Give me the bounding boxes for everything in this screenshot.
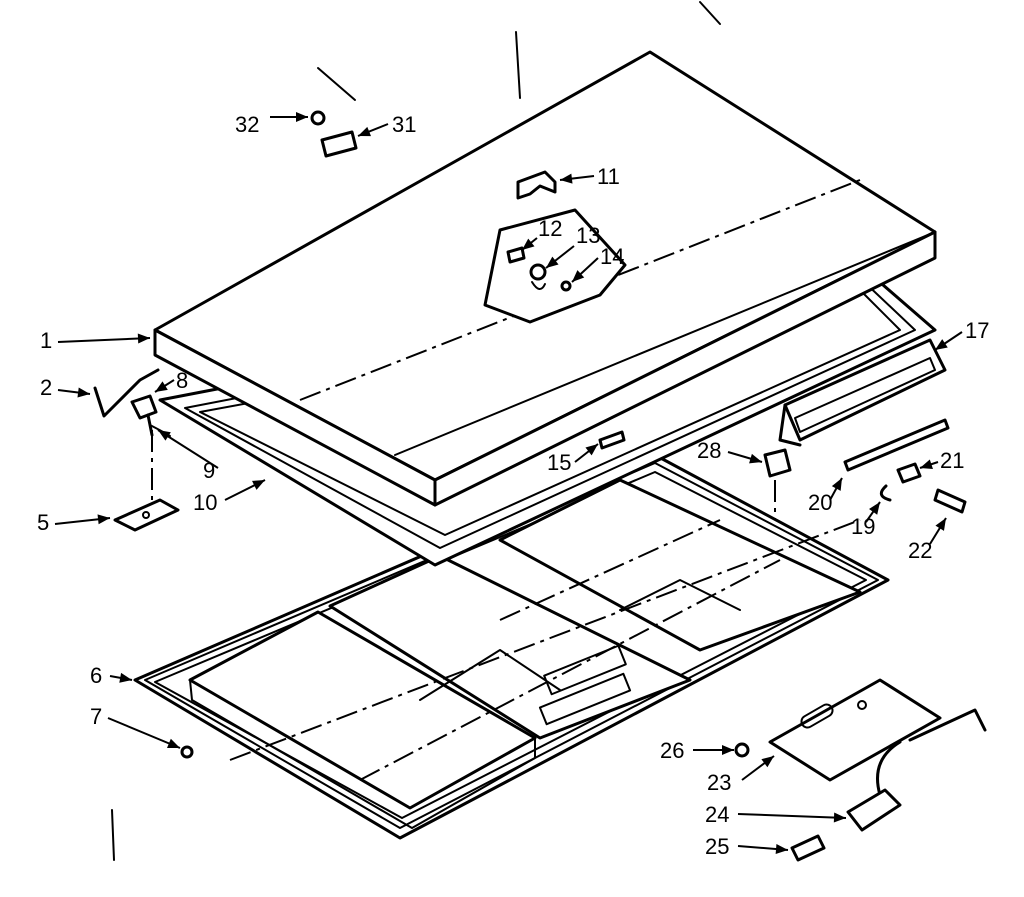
part-label-15: 15: [547, 450, 571, 475]
part-label-6: 6: [90, 663, 102, 688]
arrowhead-25: [775, 844, 788, 855]
arrowhead-20: [831, 478, 842, 491]
part-label-12: 12: [538, 216, 562, 241]
leader-line-1: [57, 337, 151, 343]
part-labels: 32 31 11 12 13 14 1 2 8 17 28 15 9 10 21…: [37, 112, 989, 859]
arrowhead-2: [77, 387, 90, 398]
arrowhead-9: [158, 430, 171, 441]
arrowhead-14: [572, 270, 585, 282]
leader-lines: [54, 112, 963, 855]
leader-line-24: [737, 813, 847, 819]
arrowhead-31: [358, 126, 371, 137]
part-label-10: 10: [193, 490, 217, 515]
arrowhead-17: [935, 339, 948, 350]
leader-line-7: [107, 717, 181, 749]
part-label-32: 32: [235, 112, 259, 137]
arrowhead-12: [522, 238, 535, 250]
arrowhead-26: [722, 745, 734, 755]
arrowhead-24: [833, 812, 846, 823]
arrowhead-7: [167, 738, 180, 748]
part-label-9: 9: [203, 458, 215, 483]
small-parts: [93, 110, 987, 862]
part-label-19: 19: [851, 514, 875, 539]
arrowhead-22: [935, 518, 946, 531]
arrowhead-15: [585, 444, 598, 456]
part-label-20: 20: [808, 490, 832, 515]
part-label-11: 11: [597, 164, 620, 189]
part-label-26: 26: [660, 738, 684, 763]
arrowhead-5: [97, 514, 110, 525]
part-label-14: 14: [600, 244, 624, 269]
arrowhead-10: [252, 480, 265, 490]
part-label-1: 1: [40, 328, 52, 353]
part-label-31: 31: [392, 112, 416, 137]
door-handle: [778, 338, 947, 447]
arrowhead-11: [560, 173, 573, 184]
arrowhead-1: [137, 333, 150, 344]
part-label-24: 24: [705, 802, 729, 827]
part-label-23: 23: [707, 770, 731, 795]
arrowhead-19: [869, 502, 880, 515]
arrowhead-13: [546, 256, 559, 268]
arrowhead-23: [761, 756, 774, 768]
part-label-17: 17: [965, 318, 989, 343]
part-label-8: 8: [176, 368, 188, 393]
trim-strip: [843, 418, 950, 472]
arrowhead-28: [749, 453, 762, 464]
part-label-5: 5: [37, 510, 49, 535]
part-label-22: 22: [908, 538, 932, 563]
scan-marks: [111, 1, 721, 861]
part-label-21: 21: [940, 448, 964, 473]
part-label-28: 28: [697, 438, 721, 463]
part-label-2: 2: [40, 375, 52, 400]
part-label-7: 7: [90, 704, 102, 729]
part-label-13: 13: [576, 223, 600, 248]
part-label-25: 25: [705, 834, 729, 859]
arrowhead-21: [920, 459, 933, 469]
arrowhead-8: [155, 381, 168, 392]
door-panel: [153, 50, 937, 507]
arrowhead-6: [119, 672, 132, 683]
arrowhead-32: [296, 112, 308, 122]
